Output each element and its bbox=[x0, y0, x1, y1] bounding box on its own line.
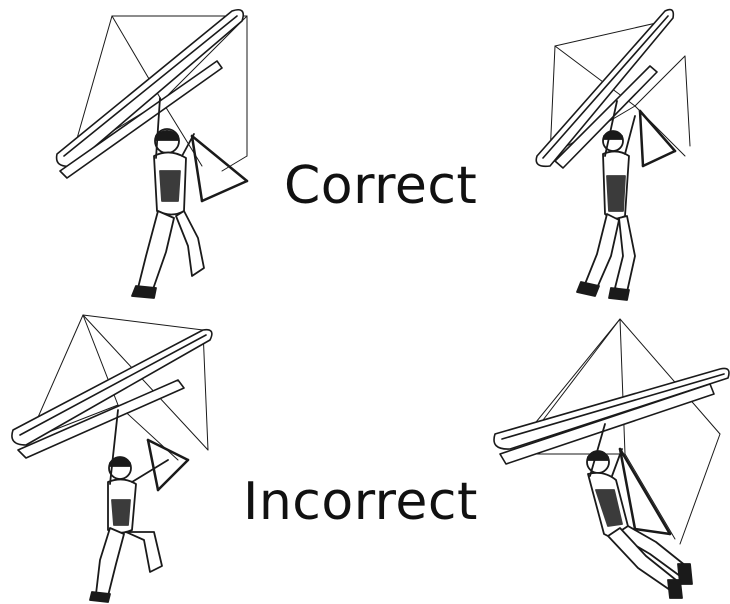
hang-glider-pilot-illustration bbox=[55, 8, 249, 299]
glider-incorrect-left bbox=[8, 310, 233, 604]
hang-glider-pilot-illustration bbox=[535, 8, 691, 301]
incorrect-label: Incorrect bbox=[243, 472, 478, 532]
correct-label: Correct bbox=[284, 156, 478, 216]
glider-correct-right bbox=[525, 6, 730, 306]
hang-glider-pilot-illustration bbox=[11, 314, 213, 603]
hang-glider-pilot-illustration bbox=[493, 318, 730, 599]
glider-incorrect-right bbox=[480, 314, 730, 604]
glider-correct-left bbox=[42, 6, 262, 306]
